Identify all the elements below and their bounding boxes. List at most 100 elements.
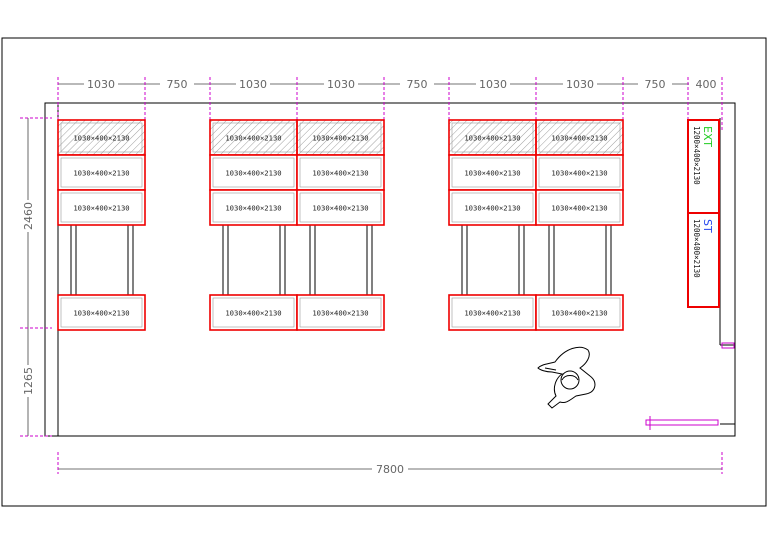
shelf-unit-inner [299,122,382,153]
shelf-unit-label: 1030×400×2130 [312,204,368,213]
shelf-unit: 1030×400×2130 [296,189,385,226]
shelf-unit-label: 1030×400×2130 [225,204,281,213]
shelf-unit-inner [451,192,534,223]
shelf-unit-inner [212,297,295,328]
st-tag: ST [701,219,714,233]
shelf-unit-outline [535,154,624,191]
shelf-unit-label: 1030×400×2130 [73,309,129,318]
shelf-unit-inner [212,192,295,223]
shelf-unit-outline [448,189,537,226]
shelving-column: 1030×400×2130 1030×400×2130 1030×400×2130 1… [209,119,298,331]
shelf-unit-inner [299,157,382,188]
shelf-unit-outline [296,294,385,331]
shelf-unit: 1030×400×2130 [209,294,298,331]
label-gap [563,77,597,90]
shelf-unit-outline [209,294,298,331]
total-width-label: 7800 [376,463,404,476]
dimension-label: 750 [407,78,428,91]
shelf-unit-inner [538,157,621,188]
door-markers [645,342,735,430]
shelf-unit-outline [209,189,298,226]
left-dimension-label: 1265 [22,367,35,395]
shelf-unit-label: 1030×400×2130 [464,309,520,318]
shelving-column: 1030×400×21301030×400×21301030×400×21301… [535,119,624,331]
shelf-unit: 1030×400×2130 [57,189,146,226]
shelf-unit-outline [57,189,146,226]
support-post [366,224,373,296]
shelf-unit-label: 1030×400×2130 [73,169,129,178]
label-gap [236,77,270,90]
side-unit-st: ST 1200×400×2130 [687,212,720,308]
support-post [70,224,77,296]
shelf-unit-label: 1030×400×2130 [73,134,129,143]
shelf-unit: 1030×400×2130 [296,294,385,331]
support-post [518,224,525,296]
shelf-unit-inner [299,192,382,223]
bottom-dimension: 7800 [57,452,723,476]
shelf-unit-outline [535,189,624,226]
shelf-unit: 1030×400×2130 [535,189,624,226]
dimension-label: 1030 [327,78,355,91]
shelf-unit-label: 1030×400×2130 [312,169,368,178]
support-post [222,224,229,296]
dimension-label: 750 [645,78,666,91]
shelf-unit-label: 1030×400×2130 [551,309,607,318]
shelf-unit-outline [209,154,298,191]
shelf-unit: 1030×400×2130 [535,294,624,331]
shelf-unit: 1030×400×2130 [57,154,146,191]
dimension-label: 1030 [239,78,267,91]
shelf-unit-inner [538,192,621,223]
support-post [127,224,134,296]
shelf-unit: 1030×400×2130 [209,189,298,226]
shelf-unit-label: 1030×400×2130 [464,169,520,178]
shelving-units: 1030×400×2130 1030×400×2130 1030×400×2130 1… [57,119,624,331]
shelf-unit: 1030×400×2130 [448,154,537,191]
shelf-unit-label: 1030×400×2130 [551,134,607,143]
shelf-unit-label: 1030×400×2130 [225,169,281,178]
shelf-unit-label: 1030×400×2130 [551,204,607,213]
shelf-unit-label: 1030×400×2130 [464,204,520,213]
top-dimension-chain: 1030 750 1030 1030 750 1030 1030 750 400 [57,77,723,130]
shelf-unit-inner [60,122,143,153]
shelf-unit-label: 1030×400×2130 [225,309,281,318]
shelf-unit: 1030×400×2130 [209,154,298,191]
shelf-unit-label: 1030×400×2130 [225,134,281,143]
left-dimensions: 2460 1265 [20,117,52,437]
shelf-unit: 1030×400×2130 [448,189,537,226]
support-post [461,224,468,296]
support-post [605,224,612,296]
ext-tag: EXT [701,126,714,147]
label-gap [160,77,194,90]
label-gap [324,77,358,90]
shelf-unit-outline [57,119,146,156]
shelf-unit: 1030×400×2130 [296,119,385,156]
shelf-unit-inner [538,122,621,153]
shelf-unit-outline [296,189,385,226]
shelf-unit-label: 1030×400×2130 [464,134,520,143]
sheet-border [1,37,767,507]
support-post [548,224,555,296]
shelf-unit-inner [451,122,534,153]
dimension-label: 400 [696,78,717,91]
dimension-label: 1030 [566,78,594,91]
label-gap [84,77,118,90]
dimension-label: 1030 [479,78,507,91]
shelf-unit: 1030×400×2130 [448,119,537,156]
shelf-unit-inner [538,297,621,328]
shelf-unit: 1030×400×2130 [296,154,385,191]
label-gap [689,77,723,90]
label-gap [476,77,510,90]
st-size-label: 1200×400×2130 [692,219,701,278]
shelf-unit-inner [60,192,143,223]
dimension-label: 750 [167,78,188,91]
dimension-label: 1030 [87,78,115,91]
shelf-unit: 1030×400×2130 [209,119,298,156]
ext-size-label: 1200×400×2130 [692,126,701,185]
shelving-column: 1030×400×2130 1030×400×2130 1030×400×2130 1… [57,119,146,331]
side-unit-ext: EXT 1200×400×2130 [687,119,720,214]
shelf-unit-outline [57,294,146,331]
shelf-unit-inner [299,297,382,328]
shelf-unit-outline [209,119,298,156]
shelving-column: 1030×400×2130 1030×400×2130 1030×400×2130 1… [296,119,385,331]
